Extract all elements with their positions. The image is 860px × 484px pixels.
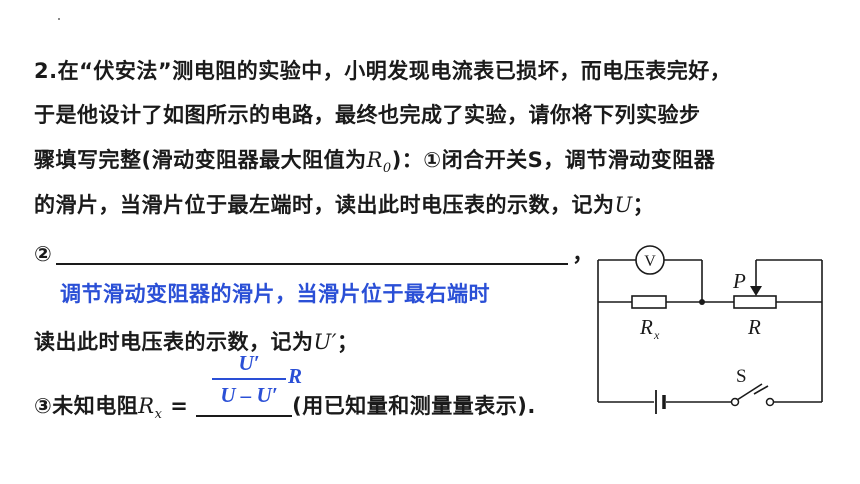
step2-line: ②，	[34, 238, 594, 268]
voltmeter-icon	[635, 245, 665, 275]
question-text: 的滑片，当滑片位于最左端时，读出此时电压表的示数，记为	[34, 193, 615, 217]
fraction-factor: R	[288, 364, 303, 388]
switch-label: S	[736, 366, 747, 387]
decorative-dot	[58, 18, 60, 20]
step2-answer-blank[interactable]	[56, 245, 569, 265]
slider-label: P	[732, 269, 746, 293]
step2-marker: ②	[34, 242, 53, 266]
rx-subscript: x	[154, 407, 163, 423]
equals-sign: =	[162, 394, 197, 418]
question-text: ③未知电阻	[34, 394, 139, 418]
rx-symbol: R	[138, 394, 155, 418]
question-text: 读出此时电压表的示数，记为	[34, 330, 314, 354]
switch-terminal-right	[765, 397, 775, 407]
question-text: 2.在“伏安法”测电阻的实验中，小明发现电流表已损坏，而电压表完好，	[34, 59, 732, 83]
r0-subscript: 0	[382, 161, 392, 177]
question-line-4: 的滑片，当滑片位于最左端时，读出此时电压表的示数，记为U；	[34, 189, 654, 219]
circuit-diagram: V P R x R S	[597, 245, 823, 414]
question-line-1: 2.在“伏安法”测电阻的实验中，小明发现电流表已损坏，而电压表完好，	[34, 55, 731, 85]
question-line-7: 读出此时电压表的示数，记为U′；	[34, 326, 358, 356]
step3-answer-blank[interactable]	[196, 401, 293, 417]
circuit-wires	[597, 259, 823, 403]
switch-terminal-left	[730, 397, 740, 407]
junction-dot	[699, 299, 705, 305]
question-text: 骤填写完整(滑动变阻器最大阻值为	[34, 148, 367, 172]
question-line-2: 于是他设计了如图所示的电路，最终也完成了实验，请你将下列实验步	[34, 99, 701, 129]
rx-label: R	[639, 315, 653, 339]
resistor-rx-icon	[631, 295, 667, 309]
question-text: ；	[632, 193, 655, 217]
slider-arrow-icon	[750, 286, 762, 296]
rx-label-subscript: x	[653, 328, 660, 342]
r-label: R	[747, 315, 761, 339]
u-symbol: U	[614, 193, 633, 217]
question-line-3: 骤填写完整(滑动变阻器最大阻值为R0)：①闭合开关S，调节滑动变阻器	[34, 144, 715, 176]
fraction-bar	[212, 378, 286, 380]
step2-answer: 调节滑动变阻器的滑片，当滑片位于最右端时	[60, 282, 490, 306]
step3-line: ③未知电阻Rx = (用已知量和测量量表示).	[34, 390, 536, 422]
answer-fraction: U′ U – U′	[212, 350, 286, 408]
question-text: 于是他设计了如图所示的电路，最终也完成了实验，请你将下列实验步	[34, 103, 701, 127]
question-text: )：①闭合开关S，调节滑动变阻器	[391, 148, 716, 172]
question-text: ；	[336, 330, 359, 354]
u-prime-symbol: U′	[313, 330, 337, 354]
rheostat-icon	[733, 295, 777, 309]
fraction-numerator: U′	[238, 351, 260, 375]
switch-lever	[736, 383, 763, 401]
r0-symbol: R	[366, 148, 383, 172]
fraction-denominator: U – U′	[220, 383, 278, 407]
step2-comma: ，	[572, 242, 594, 266]
question-text: (用已知量和测量量表示).	[292, 394, 536, 418]
voltmeter-label: V	[644, 253, 656, 270]
